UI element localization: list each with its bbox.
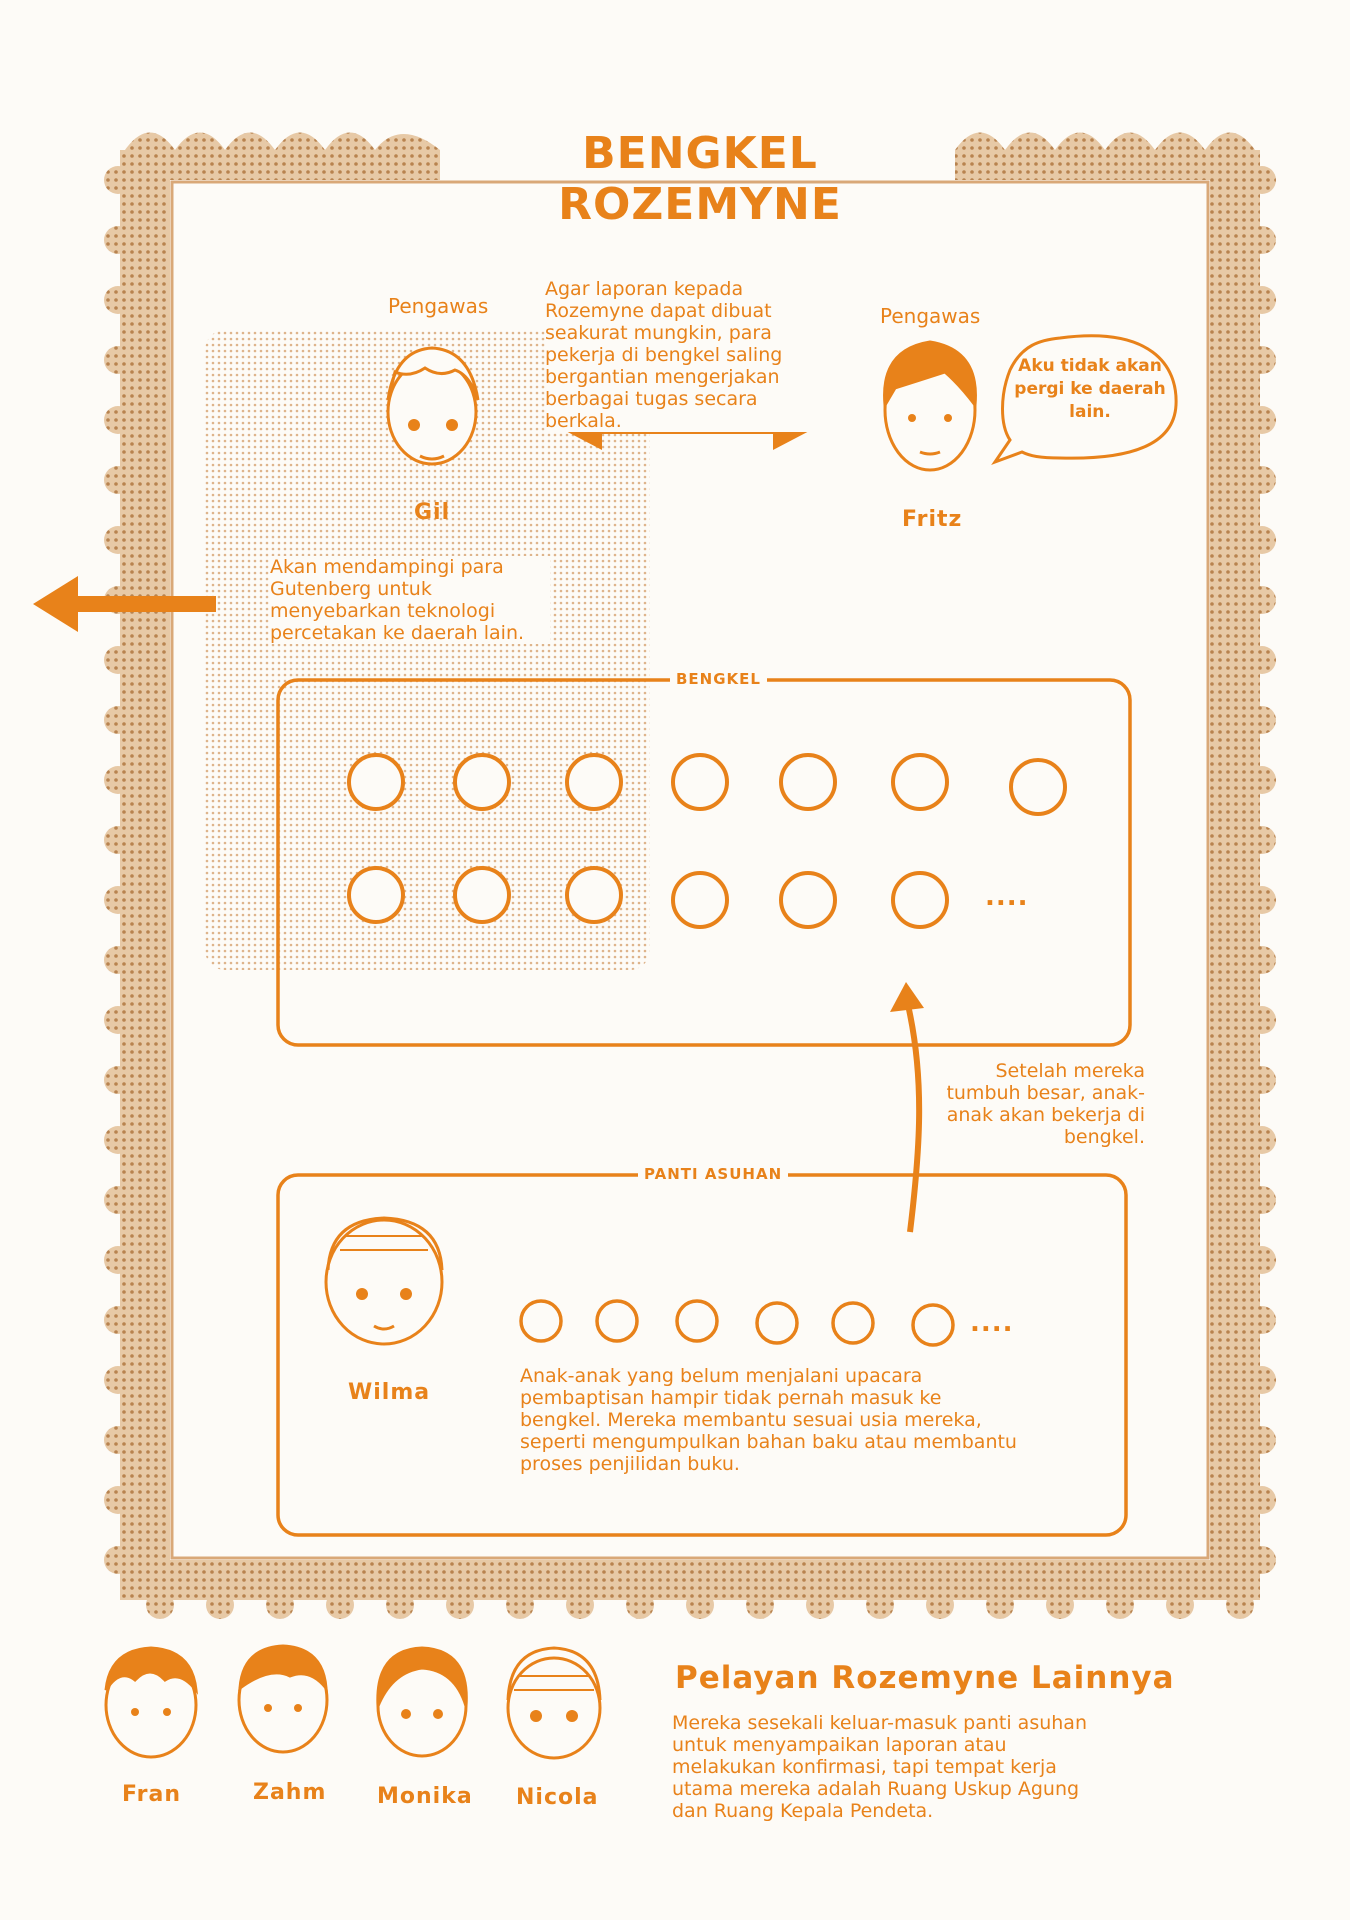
wilma-name: Wilma	[348, 1380, 431, 1405]
worker-circle	[1009, 758, 1067, 816]
zahm-face-icon	[237, 1644, 329, 1754]
orphanage-label: PANTI ASUHAN	[638, 1165, 789, 1183]
fran-face-icon	[104, 1646, 198, 1759]
worker-circle	[779, 871, 837, 929]
monika-face-icon	[376, 1646, 468, 1758]
gil-name: Gil	[414, 500, 451, 525]
workshop-ellipsis: ....	[985, 882, 1029, 912]
gil-shade-area	[205, 330, 650, 970]
gil-note: Akan mendampingi para Gutenberg untuk me…	[270, 556, 550, 644]
orphan-children	[519, 1299, 955, 1347]
child-circle	[595, 1299, 639, 1343]
gil-face-icon	[386, 346, 480, 466]
child-circle	[675, 1299, 719, 1343]
left-arrow-icon	[33, 576, 216, 632]
child-circle	[831, 1301, 875, 1345]
worker-circle	[565, 753, 623, 811]
servants-title: Pelayan Rozemyne Lainnya	[675, 1660, 1175, 1696]
worker-circle	[891, 753, 949, 811]
up-arrow-icon	[890, 982, 924, 1233]
wilma-face-icon	[324, 1216, 444, 1346]
fritz-face-icon	[883, 340, 977, 472]
servants-note: Mereka sesekali keluar-masuk panti asuha…	[672, 1712, 1087, 1822]
servant-name-fran: Fran	[122, 1782, 181, 1807]
nicola-face-icon	[506, 1646, 602, 1760]
orphanage-ellipsis: ....	[970, 1308, 1014, 1338]
gil-role-label: Pengawas	[388, 294, 489, 318]
worker-circle	[347, 753, 405, 811]
orphanage-note: Anak-anak yang belum menjalani upacara p…	[520, 1365, 1017, 1475]
workshop-workers	[347, 753, 1067, 929]
page-title: BENGKEL ROZEMYNE	[558, 128, 842, 230]
fritz-name: Fritz	[902, 507, 963, 532]
servant-name-nicola: Nicola	[516, 1785, 599, 1810]
child-circle	[519, 1299, 563, 1343]
child-circle	[911, 1303, 955, 1347]
worker-circle	[671, 871, 729, 929]
servant-name-zahm: Zahm	[253, 1780, 327, 1805]
worker-circle	[671, 753, 729, 811]
worker-circle	[891, 871, 949, 929]
workshop-label: BENGKEL	[670, 670, 767, 688]
worker-circle	[779, 753, 837, 811]
growth-note: Setelah mereka tumbuh besar, anak-anak a…	[945, 1060, 1145, 1148]
child-circle	[755, 1301, 799, 1345]
fritz-role-label: Pengawas	[880, 304, 981, 328]
worker-circle	[347, 866, 405, 924]
worker-circle	[453, 866, 511, 924]
speech-bubble	[991, 334, 1178, 466]
worker-circle	[565, 866, 623, 924]
fritz-speech: Aku tidak akan pergi ke daerah lain.	[1014, 356, 1166, 422]
rotation-note: Agar laporan kepada Rozemyne dapat dibua…	[545, 278, 835, 432]
servant-name-monika: Monika	[377, 1784, 473, 1809]
worker-circle	[453, 753, 511, 811]
